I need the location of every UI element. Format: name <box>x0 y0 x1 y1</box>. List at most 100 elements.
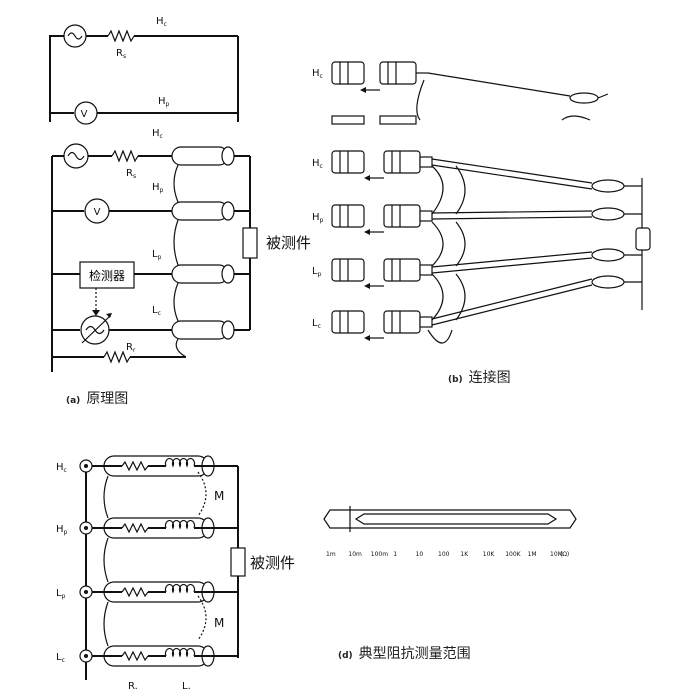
c-inductor-icon <box>164 519 196 530</box>
scale-tick-label: 1K <box>460 551 469 558</box>
c-resistor-icon <box>121 586 149 598</box>
b-connector-row: Hp <box>312 204 642 235</box>
rs-sub: s <box>133 173 136 180</box>
c-terminal-label: Hp <box>56 524 68 536</box>
scale-unit: (Ω) <box>560 551 569 558</box>
hp-sub: p <box>160 187 164 194</box>
range-arrow <box>354 513 558 525</box>
c-terminal-label: Lp <box>56 588 66 600</box>
voltmeter-label: V <box>81 109 88 120</box>
scale-tick-label: 10 <box>416 551 424 558</box>
b-dut-icon <box>635 227 651 251</box>
top-hc-sub: c <box>164 21 167 28</box>
panel-a-circuit: V 检测器 <box>51 128 311 372</box>
c-l-label: L. <box>182 681 191 692</box>
c-cable-row: Lp <box>56 581 238 647</box>
b-clip <box>591 207 625 221</box>
svg-text:Rr: Rr <box>126 342 136 354</box>
detector-label: 检测器 <box>89 268 125 283</box>
b-top-terminal: H <box>312 68 320 79</box>
scale-tick-label: 100 <box>438 551 450 558</box>
b-connector-row: Lp <box>312 248 642 289</box>
top-rs-sub: s <box>123 53 126 60</box>
caption-d: (d)典型阻抗测量范围 <box>338 645 471 662</box>
c-inductor-icon <box>164 647 196 658</box>
c-inductor-icon <box>164 457 196 468</box>
c-cable-row: Hp <box>56 517 238 583</box>
panel-a-top-circuit: V Hc Rs Hp <box>49 16 239 125</box>
voltmeter-label: V <box>94 207 101 218</box>
caption-b: (b)连接图 <box>448 369 511 386</box>
svg-text:Hc: Hc <box>152 128 163 140</box>
resistor-icon <box>107 29 135 43</box>
c-terminal-label: Hc <box>56 462 67 474</box>
dut-box <box>242 227 258 259</box>
svg-text:Rs: Rs <box>116 48 126 60</box>
hc-sub: c <box>160 133 163 140</box>
c-terminal-label: Lc <box>56 652 65 664</box>
svg-text:Hc: Hc <box>156 16 167 28</box>
c-cable-row: Lc <box>56 645 238 667</box>
hp-label: H <box>152 182 160 193</box>
rs-label: R <box>126 168 133 179</box>
lc-sub: c <box>158 310 161 317</box>
b-terminal-label: Lp <box>312 266 322 278</box>
rr-label: R <box>126 342 133 353</box>
b-plug <box>383 310 421 334</box>
c-dut-box <box>230 547 246 577</box>
b-plug <box>383 150 421 174</box>
b-terminal-label: Hp <box>312 212 324 224</box>
top-hc-label: H <box>156 16 164 27</box>
b-connector-row: Hc <box>312 150 642 193</box>
lc-label: L <box>152 305 158 316</box>
b-clip <box>591 179 625 193</box>
scale-tick-label: 1 <box>393 551 397 558</box>
lp-label: L <box>152 249 158 260</box>
top-hp-label: H <box>158 96 166 107</box>
hc-label: H <box>152 128 160 139</box>
c-inductor-icon <box>164 583 196 594</box>
detector-box <box>79 261 135 289</box>
scale-tick-label: 1M <box>528 551 537 558</box>
resistor-rr-icon <box>103 350 131 364</box>
range-band <box>323 509 577 529</box>
resistor-rs-icon <box>111 149 139 163</box>
scale-tick-label: 100K <box>505 551 521 558</box>
c-r-label: R. <box>128 681 138 692</box>
svg-text:Hc: Hc <box>312 68 323 80</box>
b-clip <box>591 248 625 262</box>
b-connector-row: Lc <box>312 275 642 341</box>
coax-cables <box>171 146 235 358</box>
c-resistor-icon <box>121 460 149 472</box>
b-plug <box>383 258 421 282</box>
svg-text:Rs: Rs <box>126 168 136 180</box>
b-plug <box>383 204 421 228</box>
scale-tick-label: 10K <box>483 551 496 558</box>
b-terminal-label: Lc <box>312 318 321 330</box>
svg-text:Lp: Lp <box>152 249 162 261</box>
c-resistor-icon <box>121 650 149 662</box>
caption-a: (a)原理图 <box>66 391 128 407</box>
scale-tick-label: 10m <box>348 551 362 558</box>
top-hp-sub: p <box>166 101 170 108</box>
top-rs-label: R <box>116 48 123 59</box>
rr-sub: r <box>133 347 136 354</box>
dut-label: 被测件 <box>266 234 311 252</box>
c-cable-row: Hc <box>56 455 238 519</box>
scale-tick-label: 1m <box>326 551 336 558</box>
svg-text:Lc: Lc <box>152 305 161 317</box>
lp-sub: p <box>158 254 162 261</box>
c-dut-label: 被测件 <box>250 554 295 572</box>
svg-text:Hp: Hp <box>152 182 164 194</box>
b-clip <box>591 275 625 289</box>
b-terminal-label: Hc <box>312 158 323 170</box>
scale-tick-label: 10M <box>550 551 563 558</box>
mutual-label-1: M <box>214 489 224 503</box>
